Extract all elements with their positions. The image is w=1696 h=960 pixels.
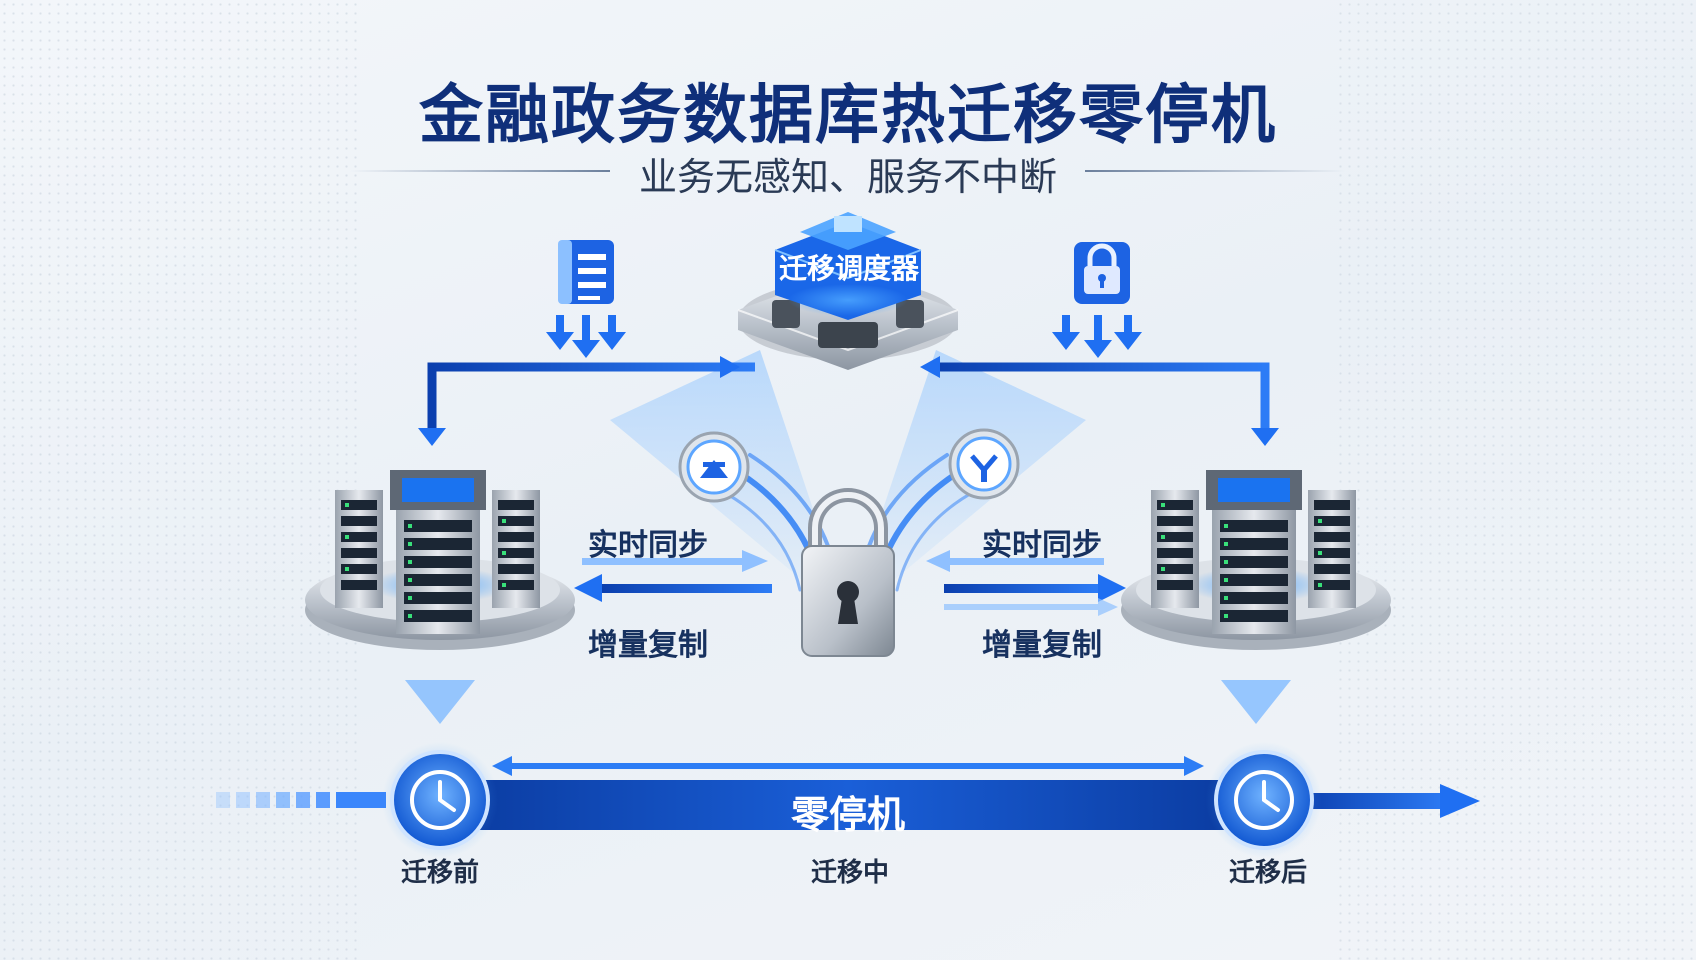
timeline — [216, 756, 1480, 830]
connector-scheduler-right — [935, 362, 1270, 430]
right-sync-label: 实时同步 — [982, 528, 1102, 563]
stage-before-label: 迁移前 — [400, 858, 480, 888]
arrowhead-into-scheduler — [720, 356, 740, 378]
subtitle-line-left — [350, 170, 610, 172]
zero-downtime-label: 零停机 — [790, 793, 906, 837]
migration-scheduler — [737, 212, 959, 370]
connector-scheduler-left — [427, 362, 755, 430]
arrowhead-from-scheduler — [920, 356, 940, 378]
right-replicate-label: 增量复制 — [982, 628, 1102, 663]
document-icon — [558, 240, 614, 304]
page-title: 金融政务数据库热迁移零停机 — [419, 79, 1277, 153]
gauge-icon-right — [948, 428, 1020, 500]
server-cluster-source — [305, 470, 575, 724]
zero-downtime-bar — [440, 780, 1256, 830]
stage-after-label: 迁移后 — [1228, 858, 1308, 888]
left-replicate-label: 增量复制 — [588, 628, 708, 663]
padlock-large-icon — [801, 488, 895, 657]
arrowhead-left-down — [418, 428, 446, 446]
padlock-small-icon — [1074, 242, 1130, 304]
clock-icon-after — [1206, 742, 1322, 858]
left-sync-label: 实时同步 — [588, 528, 708, 563]
server-cluster-target — [1121, 470, 1391, 724]
scheduler-label: 迁移调度器 — [778, 252, 919, 285]
arrowhead-right-down — [1251, 428, 1279, 446]
clock-icon-before — [382, 742, 498, 858]
page-subtitle: 业务无感知、服务不中断 — [638, 155, 1057, 199]
timeline-arrowhead — [1440, 784, 1480, 818]
stage-during-label: 迁移中 — [810, 858, 890, 888]
down-arrows-right — [1052, 315, 1142, 358]
subtitle-line-right — [1085, 170, 1345, 172]
down-arrows-left — [546, 315, 626, 358]
sync-arrows-right — [926, 550, 1126, 616]
sync-arrows-left — [574, 550, 772, 602]
gauge-icon-left — [678, 431, 750, 503]
